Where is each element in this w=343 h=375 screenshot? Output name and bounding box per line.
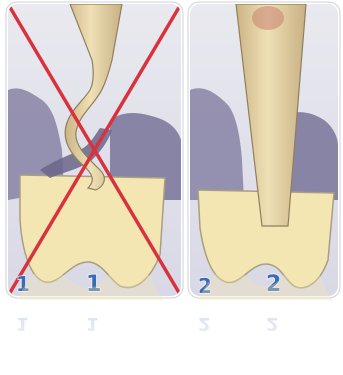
panel-correct: 2 2 <box>188 2 340 298</box>
panel-incorrect: 1 1 <box>6 2 183 298</box>
